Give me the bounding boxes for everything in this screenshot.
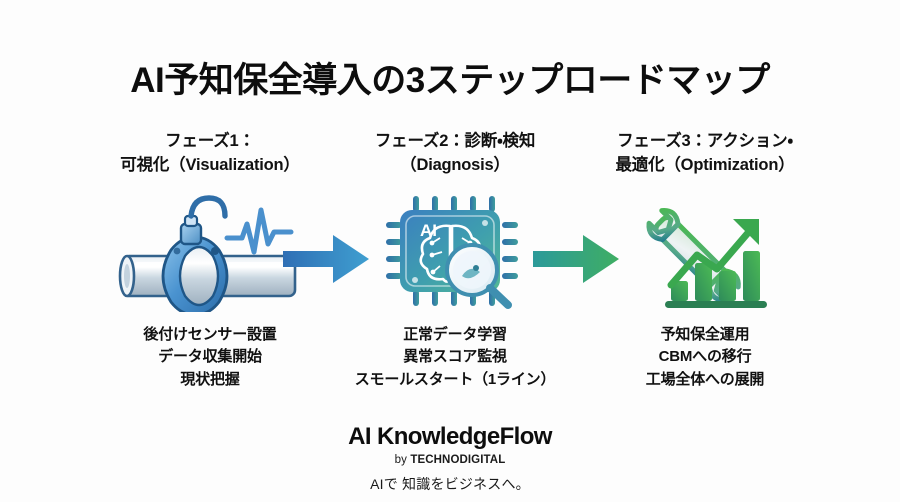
- ai-chip-brain-magnifier-icon: AI: [380, 192, 530, 314]
- phase-2-heading: フェーズ2：診断・検知 （Diagnosis）: [330, 130, 580, 178]
- wrench-growth-chart-icon: [625, 193, 785, 313]
- phase-3-caption-line1: 予知保全運用: [660, 325, 750, 343]
- phase-3-heading-line2: 最適化（Optimization）: [615, 155, 795, 174]
- phase-2-caption-line1: 正常データ学習: [403, 325, 507, 343]
- phase-columns: フェーズ1： 可視化（Visualization）: [0, 130, 900, 400]
- phase-column-2: フェーズ2：診断・検知 （Diagnosis）: [330, 130, 580, 391]
- phase-2-heading-line2: （Diagnosis）: [400, 155, 510, 174]
- phase-1-caption-line2: データ収集開始: [158, 348, 262, 366]
- phase-3-icon-wrap: [580, 192, 830, 314]
- brand-tagline: AIで 知識をビジネスへ。: [370, 476, 530, 492]
- phase-column-3: フェーズ3：アクション・ 最適化（Optimization）: [580, 130, 830, 391]
- phase-3-heading-line1: フェーズ3：アクション・: [617, 132, 793, 150]
- phase-2-caption-line2: 異常スコア監視: [403, 348, 507, 366]
- brand-by-word: by: [394, 454, 408, 466]
- chip-ai-label: AI: [420, 221, 437, 240]
- brand-byline: by TECHNODIGITAL: [0, 454, 900, 466]
- brand-company: TECHNODIGITAL: [410, 454, 506, 466]
- brand-name: AI KnowledgeFlow: [348, 423, 552, 451]
- phase-3-caption: 予知保全運用 CBMへの移行 工場全体への展開: [580, 324, 830, 392]
- phase-3-caption-line3: 工場全体への展開: [645, 370, 765, 388]
- page-title: AI予知保全導入の3ステップロードマップ: [130, 61, 770, 100]
- arrow-phase1-to-phase2: [283, 233, 369, 285]
- phase-1-caption-line1: 後付けセンサー設置: [143, 325, 277, 343]
- phase-2-icon-wrap: AI: [330, 192, 580, 314]
- phase-2-heading-line1: フェーズ2：診断・検知: [374, 132, 536, 150]
- arrow-phase2-to-phase3: [533, 233, 619, 285]
- phase-1-heading-line2: 可視化（Visualization）: [120, 155, 300, 174]
- phase-1-heading-line1: フェーズ1：: [165, 132, 255, 150]
- pipe-clamp-sensor-waveform-icon: [115, 194, 305, 312]
- phase-3-heading: フェーズ3：アクション・ 最適化（Optimization）: [580, 130, 830, 178]
- footer-branding: AI KnowledgeFlow by TECHNODIGITAL AIで 知識…: [0, 423, 900, 494]
- phase-column-1: フェーズ1： 可視化（Visualization）: [85, 130, 335, 391]
- phase-1-heading: フェーズ1： 可視化（Visualization）: [85, 130, 335, 178]
- phase-1-icon-wrap: [85, 192, 335, 314]
- phase-1-caption-line3: 現状把握: [180, 370, 240, 388]
- phase-1-caption: 後付けセンサー設置 データ収集開始 現状把握: [85, 324, 335, 392]
- phase-2-caption-line3: スモールスタート（1ライン）: [354, 370, 556, 388]
- phase-2-caption: 正常データ学習 異常スコア監視 スモールスタート（1ライン）: [330, 324, 580, 392]
- phase-3-caption-line2: CBMへの移行: [658, 348, 752, 366]
